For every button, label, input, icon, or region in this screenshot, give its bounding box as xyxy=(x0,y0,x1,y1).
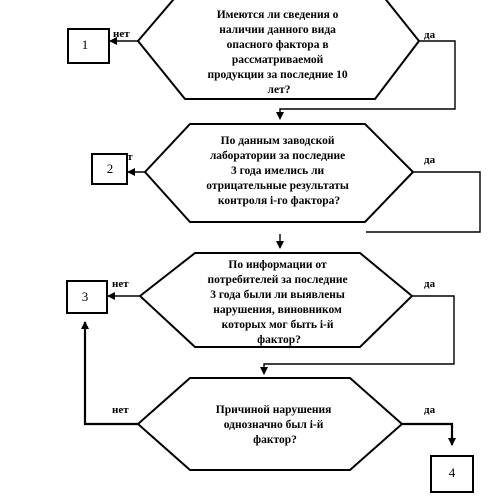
decision-3-no-label: нет xyxy=(112,278,129,290)
box-3-number: 3 xyxy=(82,289,89,304)
box-4-number: 4 xyxy=(449,465,456,480)
decision-3-yes-connector xyxy=(260,295,455,375)
decision-1-no-label: нет xyxy=(113,28,130,40)
decision-4-yes-connector xyxy=(402,422,456,446)
box-1 xyxy=(67,28,110,64)
box-2-number: 2 xyxy=(107,161,114,176)
box-3 xyxy=(66,280,108,314)
decision-2-question: По данным заводской лаборатории за после… xyxy=(206,135,352,207)
decision-1-question: Имеются ли сведения о наличии данного ви… xyxy=(208,9,351,96)
decision-4-yes-label: да xyxy=(424,404,436,416)
decision-3-question: По информации от потребителей за последн… xyxy=(208,259,351,346)
decision-3-yes-label: да xyxy=(424,278,436,290)
box-1-number: 1 xyxy=(82,37,89,52)
box-2 xyxy=(91,153,128,185)
decision-2-yes-label: да xyxy=(424,154,436,166)
decision-4-no-label: нет xyxy=(112,404,129,416)
decision-2-yes-connector xyxy=(366,171,481,233)
decision-1-yes-label: да xyxy=(424,29,436,41)
box-4 xyxy=(430,455,474,493)
decision-4-no-connector xyxy=(81,321,138,426)
decision-4-question: Причиной нарушения однозначно был i-й фа… xyxy=(216,404,335,446)
decision-1-yes-connector xyxy=(276,40,456,120)
